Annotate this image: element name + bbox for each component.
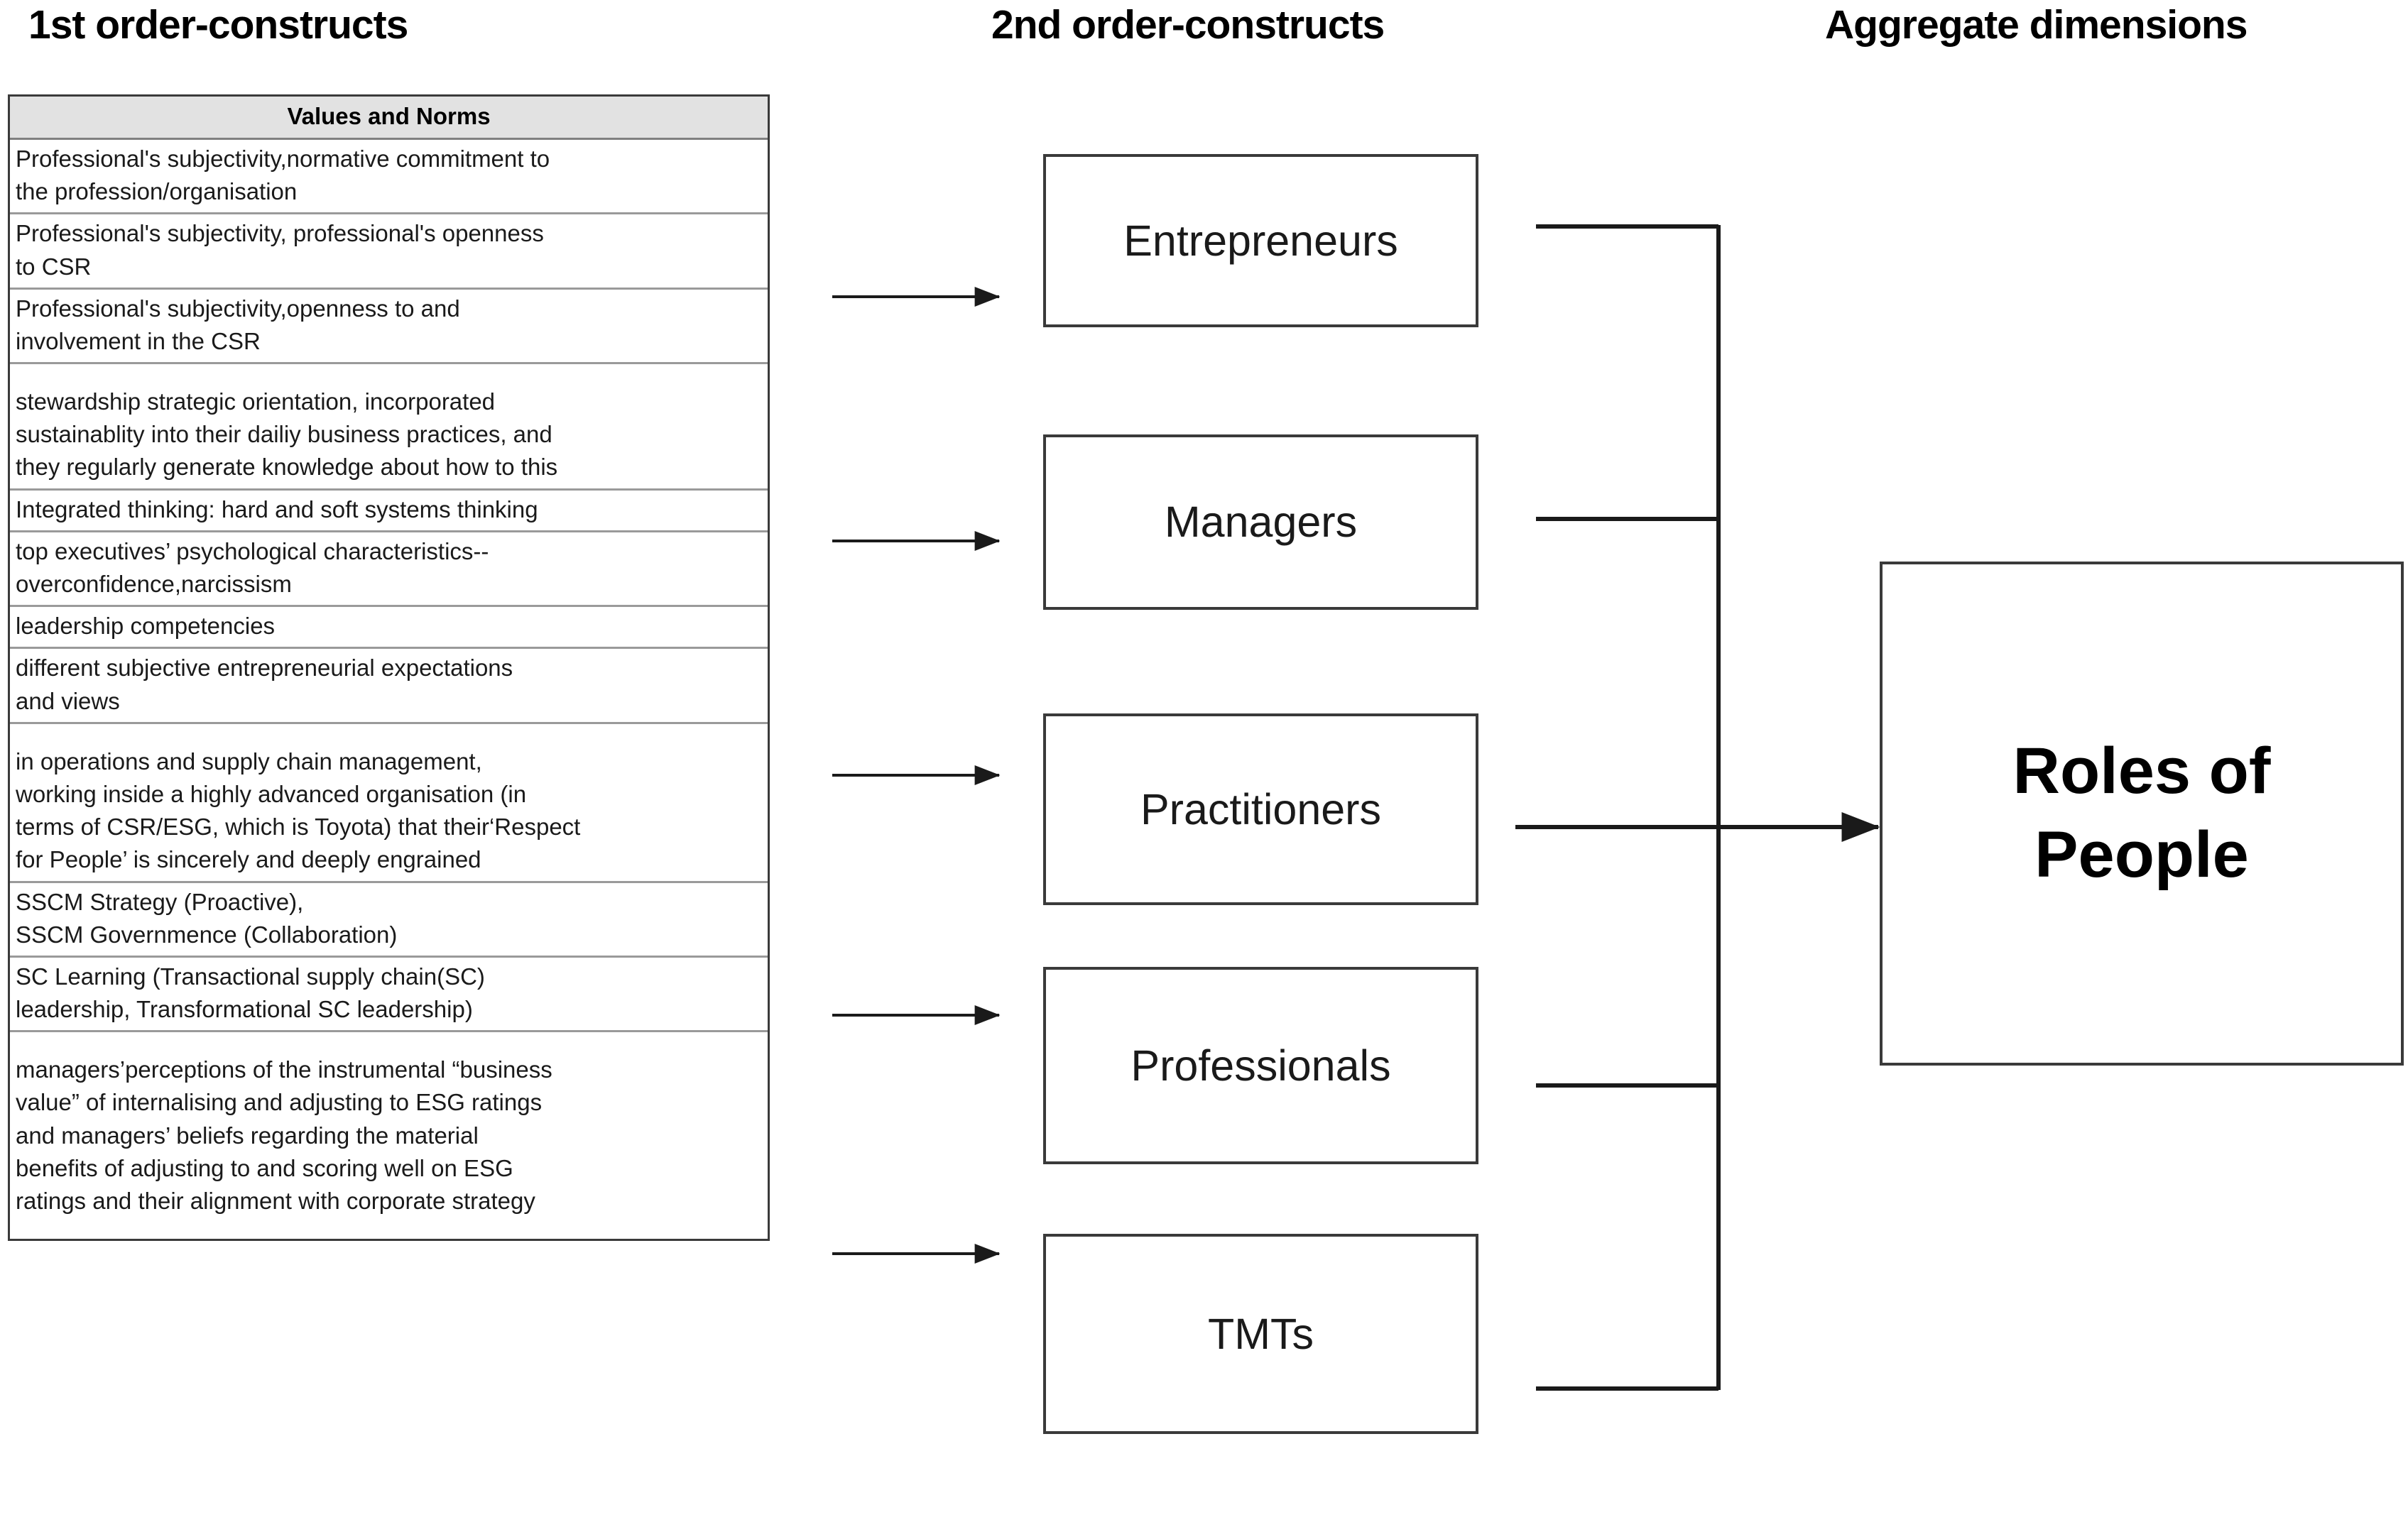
table-row: SSCM Strategy (Proactive), SSCM Governme… [10, 883, 768, 958]
second-order-label: Managers [1164, 498, 1358, 546]
table-row: leadership competencies [10, 607, 768, 650]
table-row: stewardship strategic orientation, incor… [10, 364, 768, 491]
second-order-label: Professionals [1131, 1041, 1391, 1090]
table-row: in operations and supply chain managemen… [10, 724, 768, 883]
second-order-box-managers: Managers [1043, 434, 1478, 610]
column-heading-second-order: 2nd order-constructs [991, 2, 1385, 48]
table-header-values-and-norms: Values and Norms [10, 97, 768, 140]
second-order-box-practitioners: Practitioners [1043, 713, 1478, 905]
second-order-label: TMTs [1207, 1309, 1314, 1358]
column-heading-first-order: 1st order-constructs [28, 2, 408, 48]
table-row: top executives’ psychological characteri… [10, 532, 768, 608]
table-row: Integrated thinking: hard and soft syste… [10, 491, 768, 532]
second-order-box-tmts: TMTs [1043, 1234, 1478, 1434]
table-row: Professional's subjectivity,openness to … [10, 290, 768, 365]
second-order-label: Practitioners [1140, 784, 1381, 833]
second-order-label: Entrepreneurs [1123, 216, 1398, 265]
table-row: different subjective entrepreneurial exp… [10, 649, 768, 724]
aggregate-dimension-box-roles-of-people: Roles of People [1880, 562, 2404, 1066]
table-row: managers’perceptions of the instrumental… [16, 1056, 552, 1214]
table-row: Professional's subjectivity,normative co… [10, 140, 768, 215]
second-order-box-entrepreneurs: Entrepreneurs [1043, 154, 1478, 327]
aggregate-dimension-label: Roles of People [2012, 735, 2271, 891]
column-heading-aggregate-dimensions: Aggregate dimensions [1825, 2, 2248, 48]
second-order-box-professionals: Professionals [1043, 967, 1478, 1164]
table-row: Professional's subjectivity, professiona… [10, 214, 768, 290]
first-order-constructs-table: Values and Norms Professional's subjecti… [8, 94, 770, 1242]
table-row: SC Learning (Transactional supply chain(… [10, 958, 768, 1033]
